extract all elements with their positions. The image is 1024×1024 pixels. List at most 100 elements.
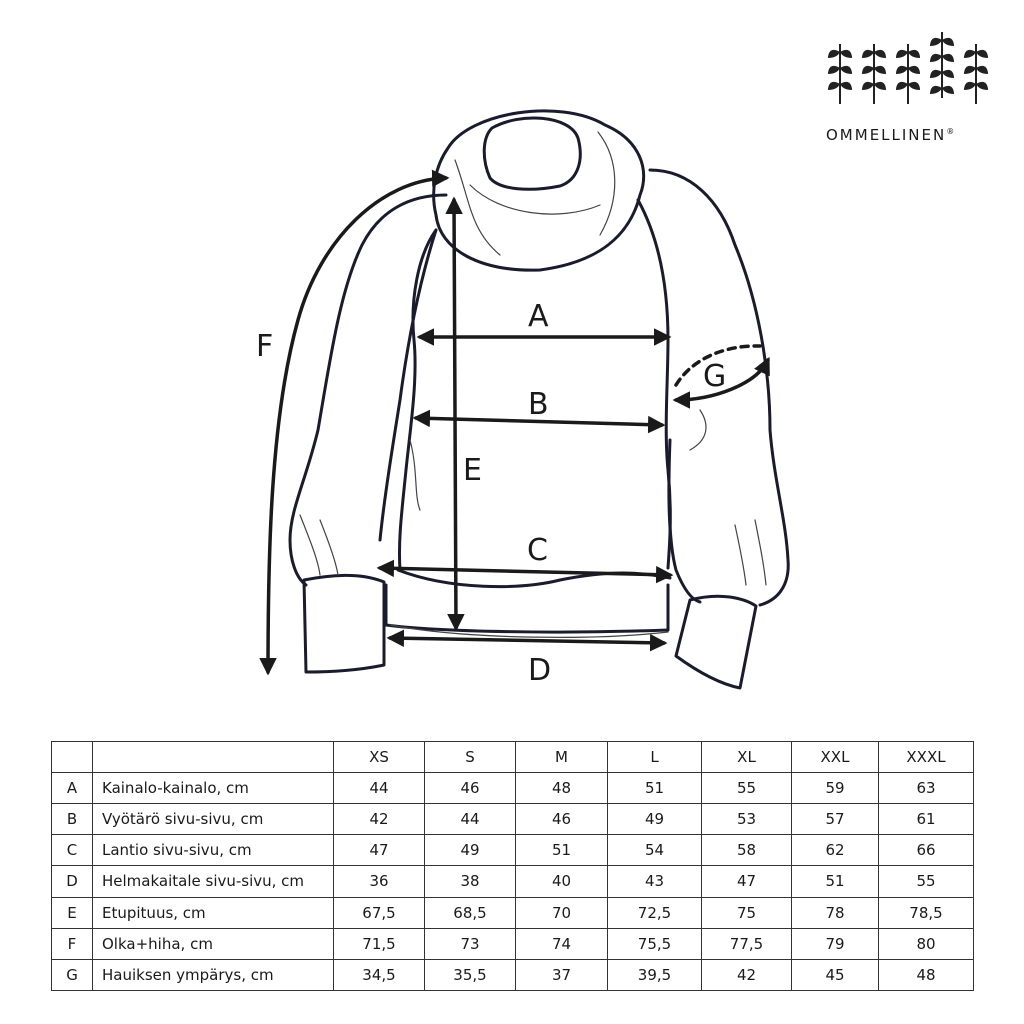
label-a: A: [528, 299, 549, 334]
label-d: D: [528, 653, 551, 688]
table-cell: 51: [607, 771, 702, 805]
brand-text: OMMELLINEN: [826, 126, 947, 144]
row-label: Kainalo-kainalo, cm: [92, 771, 334, 805]
arrow-e: [445, 196, 465, 632]
table-cell: 49: [424, 834, 516, 867]
table-cell: 34,5: [333, 958, 425, 992]
row-label: Helmakaitale sivu-sivu, cm: [92, 865, 334, 898]
table-cell: 58: [701, 834, 792, 867]
row-label: Lantio sivu-sivu, cm: [92, 834, 334, 867]
row-label: Etupituus, cm: [92, 896, 334, 929]
table-cell: 44: [333, 771, 425, 805]
table-cell: 75,5: [607, 927, 702, 960]
table-cell: 62: [791, 834, 879, 867]
table-cell: 72,5: [607, 896, 702, 929]
table-cell: 54: [607, 834, 702, 867]
table-cell: 51: [515, 834, 608, 867]
row-code: D: [51, 865, 93, 898]
table-cell: 36: [333, 865, 425, 898]
body-right: [636, 198, 672, 570]
label-c: C: [527, 533, 548, 568]
row-label: Olka+hiha, cm: [92, 927, 334, 960]
table-cell: 49: [607, 803, 702, 836]
table-cell: 38: [424, 865, 516, 898]
sprig-3: [896, 44, 920, 104]
table-cell: 70: [515, 896, 608, 929]
table-cell: 42: [701, 958, 792, 992]
body-left: [397, 228, 438, 572]
row-label: Hauiksen ympärys, cm: [92, 958, 334, 992]
ommellinen-logo-icon: [828, 32, 988, 104]
row-code: G: [51, 958, 93, 992]
label-f: F: [256, 329, 273, 364]
table-cell: 55: [878, 865, 974, 898]
table-cell: 47: [701, 865, 792, 898]
header-size-s: S: [424, 741, 516, 773]
table-cell: 57: [791, 803, 879, 836]
row-code: E: [51, 896, 93, 929]
arrow-f: [259, 169, 450, 676]
table-cell: 43: [607, 865, 702, 898]
sweater-measurement-diagram: A B C D E F G: [256, 109, 790, 690]
table-cell: 71,5: [333, 927, 425, 960]
row-code: F: [51, 927, 93, 960]
label-b: B: [528, 387, 549, 422]
table-cell: 73: [424, 927, 516, 960]
row-code: A: [51, 771, 93, 805]
table-cell: 79: [791, 927, 879, 960]
table-cell: 66: [878, 834, 974, 867]
header-code: [51, 741, 93, 773]
table-cell: 46: [424, 771, 516, 805]
header-size-xxxl: XXXL: [878, 741, 974, 773]
sprig-2: [862, 44, 886, 104]
table-cell: 53: [701, 803, 792, 836]
table-cell: 75: [701, 896, 792, 929]
label-g: G: [703, 359, 726, 394]
cuff-left: [302, 573, 386, 674]
arrow-g-back: [674, 344, 762, 387]
label-e: E: [463, 453, 482, 488]
measurement-labels: A B C D E F G: [256, 299, 726, 688]
table-cell: 68,5: [424, 896, 516, 929]
header-size-xl: XL: [701, 741, 792, 773]
table-cell: 59: [791, 771, 879, 805]
sprig-1: [828, 44, 852, 104]
header-label: [92, 741, 334, 773]
table-cell: 42: [333, 803, 425, 836]
arrow-g: [672, 356, 770, 409]
arrow-d: [386, 629, 668, 652]
table-cell: 48: [515, 771, 608, 805]
table-cell: 78: [791, 896, 879, 929]
table-cell: 45: [791, 958, 879, 992]
table-cell: 74: [515, 927, 608, 960]
header-size-xxl: XXL: [791, 741, 879, 773]
collar-opening: [482, 116, 582, 191]
table-cell: 78,5: [878, 896, 974, 929]
table-cell: 48: [878, 958, 974, 992]
row-label: Vyötärö sivu-sivu, cm: [92, 803, 334, 836]
registered-mark: ®: [946, 127, 955, 136]
sprig-5: [964, 44, 988, 104]
table-cell: 46: [515, 803, 608, 836]
table-cell: 63: [878, 771, 974, 805]
sprig-4: [930, 32, 954, 98]
table-cell: 55: [701, 771, 792, 805]
waistband: [384, 583, 670, 634]
header-size-m: M: [515, 741, 608, 773]
table-cell: 35,5: [424, 958, 516, 992]
table-cell: 51: [791, 865, 879, 898]
measurement-arrows: [259, 169, 770, 676]
row-code: B: [51, 803, 93, 836]
row-code: C: [51, 834, 93, 867]
table-cell: 47: [333, 834, 425, 867]
table-cell: 67,5: [333, 896, 425, 929]
brand-name: OMMELLINEN®: [826, 126, 954, 144]
table-cell: 37: [515, 958, 608, 992]
